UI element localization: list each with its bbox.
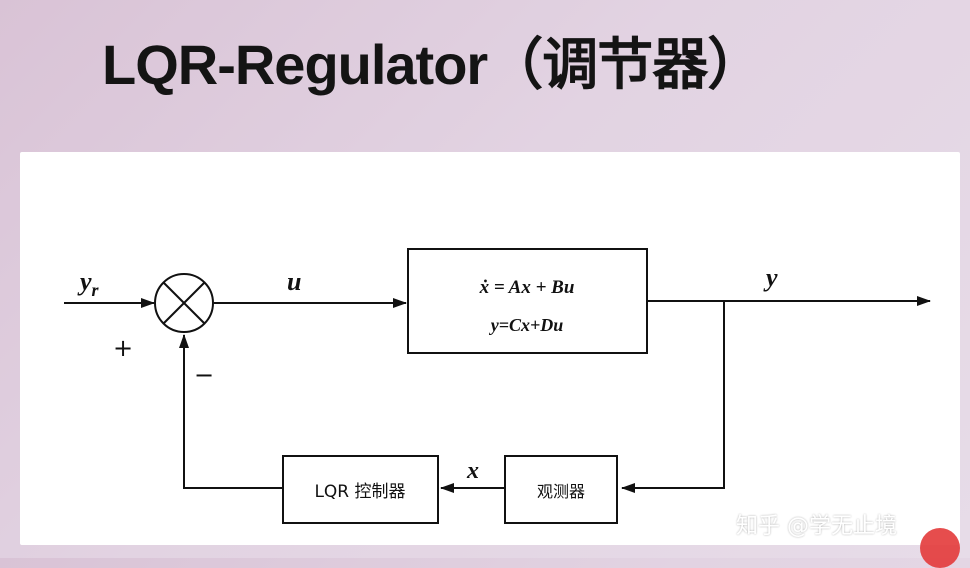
input-label: yr (77, 267, 100, 300)
state-signal-label: x (466, 458, 479, 484)
controller-feedback-line (179, 334, 283, 489)
state-equation: ẋ = Ax + Bu (479, 277, 575, 298)
output-signal-label: y (763, 263, 778, 292)
summing-junction (154, 273, 214, 333)
feedback-line (621, 301, 725, 493)
observer-block (504, 455, 618, 524)
control-signal-label: u (287, 267, 301, 296)
plus-sign: + (113, 334, 133, 362)
lqr-controller-block (282, 455, 439, 524)
lqr-controller-label: LQR 控制器 (314, 482, 405, 502)
output-equation: y=Cx+Du (489, 315, 564, 335)
slide-title: LQR-Regulator（调节器） (102, 33, 763, 96)
watermark: 知乎 @学无止境 (736, 514, 897, 539)
observer-label: 观测器 (537, 482, 585, 501)
cursor-icon (920, 528, 960, 568)
plant-block (407, 248, 648, 354)
minus-sign: − (194, 361, 214, 389)
